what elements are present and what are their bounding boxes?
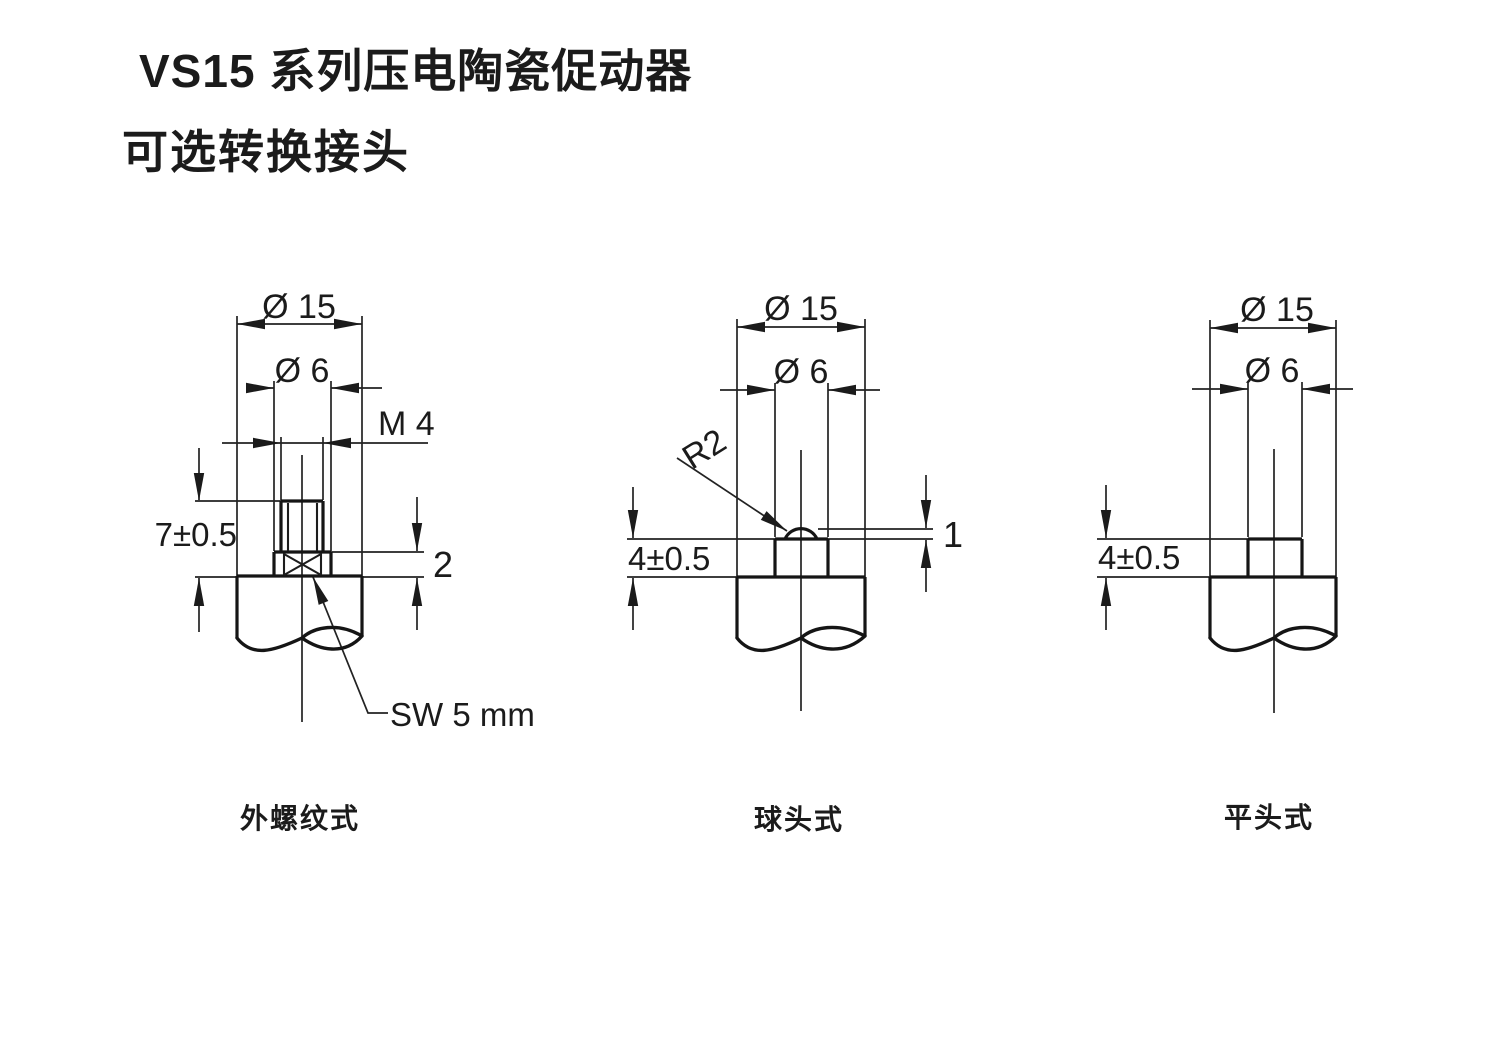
- dim-label-protrusion: 1: [943, 514, 963, 555]
- caption-flat-tip: 平头式: [1224, 802, 1314, 833]
- dim-label-height: 7±0.5: [155, 516, 237, 553]
- drawing-flat-tip: Ø 15 Ø 6 4±0.5 平头式: [1097, 291, 1353, 833]
- break-line: [735, 625, 867, 653]
- dim-label-dia15: Ø 15: [1240, 291, 1314, 329]
- drawing-ball-tip: Ø 15 Ø 6 R2 1 4±0.5 球头式: [627, 290, 963, 835]
- dim-label-dia15: Ø 15: [262, 288, 336, 326]
- dim-label-dia15: Ø 15: [764, 290, 838, 328]
- caption-ball-tip: 球头式: [754, 804, 844, 835]
- dim-label-wrench-size: SW 5 mm: [390, 696, 535, 733]
- dim-label-height: 4±0.5: [1098, 539, 1180, 576]
- dimension-lines: [1097, 320, 1353, 713]
- dim-label-dia6: Ø 6: [774, 353, 829, 391]
- part-outline: [735, 526, 867, 638]
- part-outline: [1208, 537, 1338, 638]
- dim-label-flange-height: 2: [433, 544, 453, 585]
- dim-label-dia6: Ø 6: [275, 352, 330, 390]
- page-title: VS15 系列压电陶瓷促动器: [139, 45, 692, 97]
- break-line: [235, 625, 364, 653]
- thread-and-hex-detail: [282, 503, 323, 576]
- drawing-external-thread: Ø 15 Ø 6 M 4 7±0.5 2 SW 5 mm 外螺纹式: [155, 288, 535, 834]
- dim-label-dia6: Ø 6: [1245, 352, 1300, 390]
- break-line: [1208, 625, 1338, 653]
- page-subtitle: 可选转换接头: [122, 126, 410, 178]
- part-outline: [235, 499, 364, 638]
- dim-label-height: 4±0.5: [628, 540, 710, 577]
- dim-label-radius: R2: [676, 422, 733, 477]
- caption-external-thread: 外螺纹式: [240, 802, 360, 834]
- dim-label-thread: M 4: [378, 405, 435, 443]
